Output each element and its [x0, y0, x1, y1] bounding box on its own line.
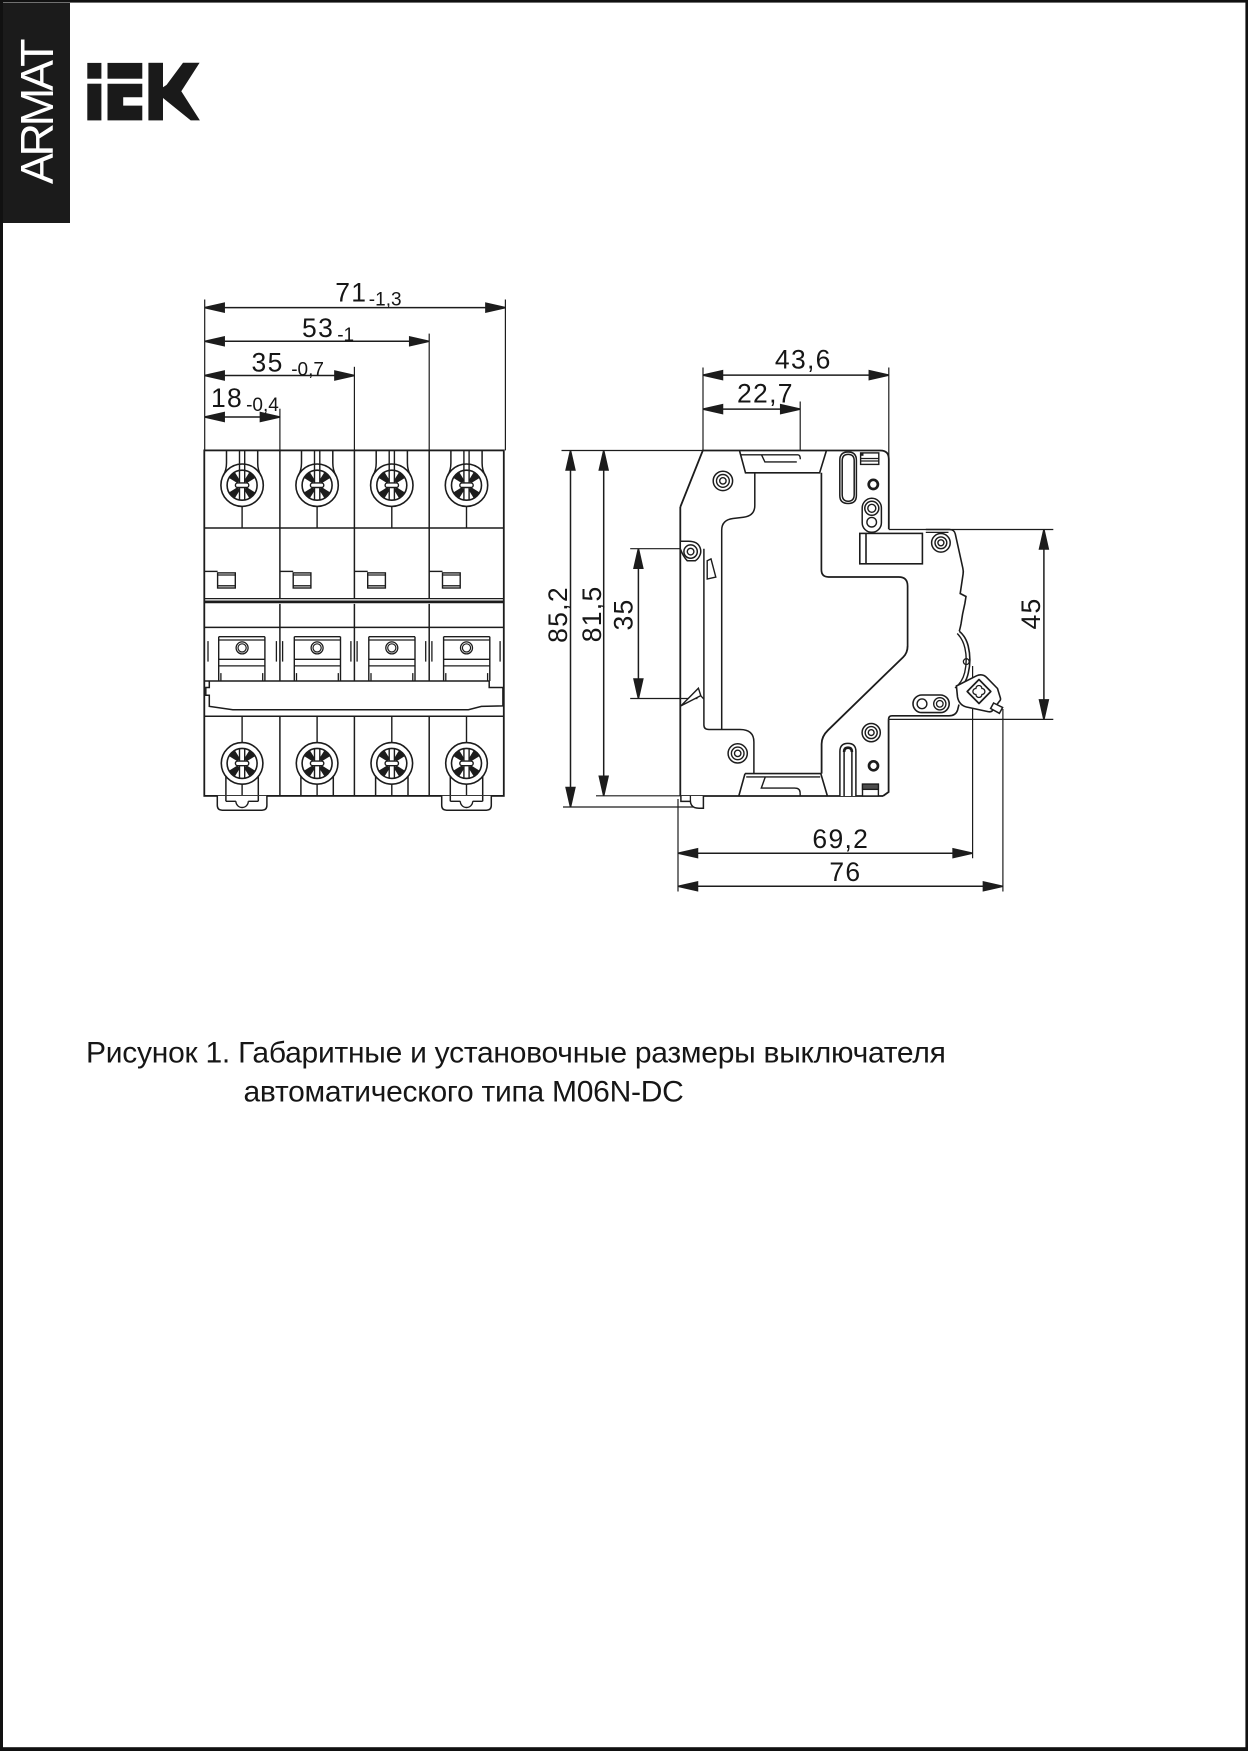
svg-text:-1: -1: [337, 325, 354, 346]
svg-text:35: 35: [252, 348, 284, 378]
svg-text:автоматического типа M06N-DC: автоматического типа M06N-DC: [244, 1076, 684, 1109]
svg-text:76: 76: [829, 857, 861, 887]
svg-text:71: 71: [335, 277, 367, 307]
svg-text:85,2: 85,2: [543, 586, 573, 643]
svg-text:53: 53: [302, 313, 334, 343]
svg-text:-1,3: -1,3: [369, 289, 402, 310]
svg-text:43,6: 43,6: [775, 344, 832, 374]
svg-text:Рисунок 1. Габаритные и устано: Рисунок 1. Габаритные и установочные раз…: [86, 1037, 946, 1070]
svg-text:18: 18: [211, 383, 243, 413]
svg-text:-0,7: -0,7: [291, 360, 324, 381]
svg-text:81,5: 81,5: [577, 586, 607, 643]
svg-text:22,7: 22,7: [737, 378, 794, 408]
svg-text:-0,4: -0,4: [246, 395, 279, 416]
svg-text:69,2: 69,2: [812, 824, 869, 854]
svg-text:35: 35: [609, 598, 639, 630]
svg-text:45: 45: [1016, 597, 1046, 629]
